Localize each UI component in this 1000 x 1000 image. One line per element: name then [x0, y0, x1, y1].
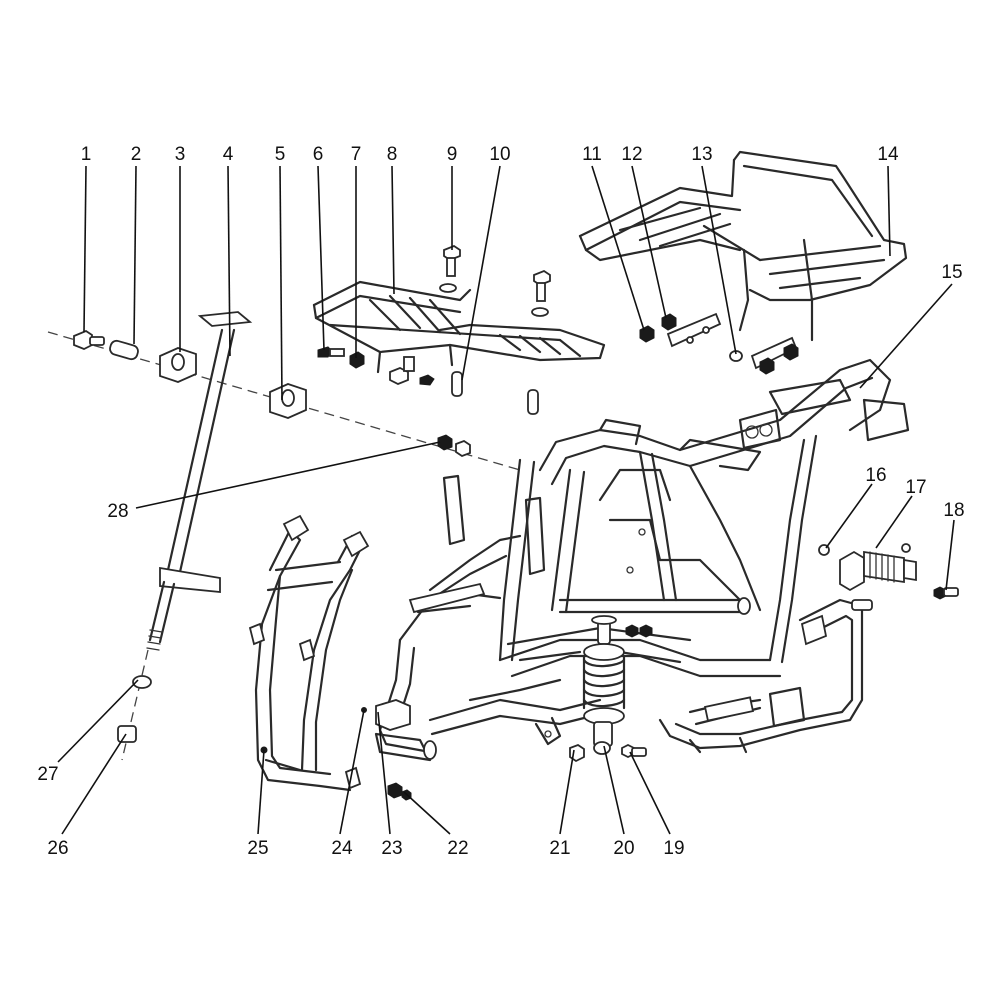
callout-26: 26 — [47, 838, 68, 859]
callout-8: 8 — [387, 144, 398, 165]
callout-28: 28 — [107, 501, 128, 522]
bushing-5 — [269, 383, 307, 419]
callout-12: 12 — [621, 144, 642, 165]
callout-20: 20 — [613, 838, 634, 859]
callout-11: 11 — [582, 144, 602, 165]
rear-rack-fasteners — [639, 312, 799, 375]
callout-10: 10 — [489, 144, 510, 165]
nut-26 — [117, 725, 137, 743]
nut-28 — [437, 434, 471, 458]
callout-6: 6 — [313, 144, 324, 165]
callout-16: 16 — [865, 465, 886, 486]
main-frame — [374, 358, 910, 762]
callout-17: 17 — [905, 477, 926, 498]
callout-numbers: 1 2 3 4 5 6 7 8 9 10 11 12 13 14 15 16 1… — [37, 144, 964, 859]
callout-1: 1 — [81, 144, 92, 165]
callout-9: 9 — [447, 144, 458, 165]
rear-rack — [578, 150, 908, 342]
washer-27 — [132, 675, 152, 689]
bushing — [159, 347, 197, 383]
rear-shock — [818, 543, 959, 611]
callout-23: 23 — [381, 838, 402, 859]
leader-lines — [57, 165, 955, 835]
callout-18: 18 — [943, 500, 964, 521]
front-rack — [312, 280, 606, 374]
callout-19: 19 — [663, 838, 684, 859]
callout-22: 22 — [447, 838, 468, 859]
callout-25: 25 — [247, 838, 268, 859]
pivot-bolt — [73, 329, 105, 350]
callout-2: 2 — [131, 144, 142, 165]
callout-5: 5 — [275, 144, 286, 165]
callout-4: 4 — [223, 144, 234, 165]
front-shock — [569, 615, 653, 763]
callout-27: 27 — [37, 764, 58, 785]
callout-21: 21 — [549, 838, 570, 859]
callout-7: 7 — [351, 144, 362, 165]
callout-3: 3 — [175, 144, 186, 165]
callout-24: 24 — [331, 838, 353, 859]
spacer-tube — [109, 339, 139, 361]
steering-column — [146, 311, 253, 651]
front-bumper — [248, 514, 370, 792]
callout-14: 14 — [877, 144, 899, 165]
lower-fasteners — [361, 699, 412, 801]
right-footrest — [658, 598, 864, 754]
steering-axis-line — [121, 649, 149, 761]
callout-15: 15 — [941, 262, 962, 283]
callout-13: 13 — [691, 144, 712, 165]
rack-fasteners — [317, 244, 551, 415]
